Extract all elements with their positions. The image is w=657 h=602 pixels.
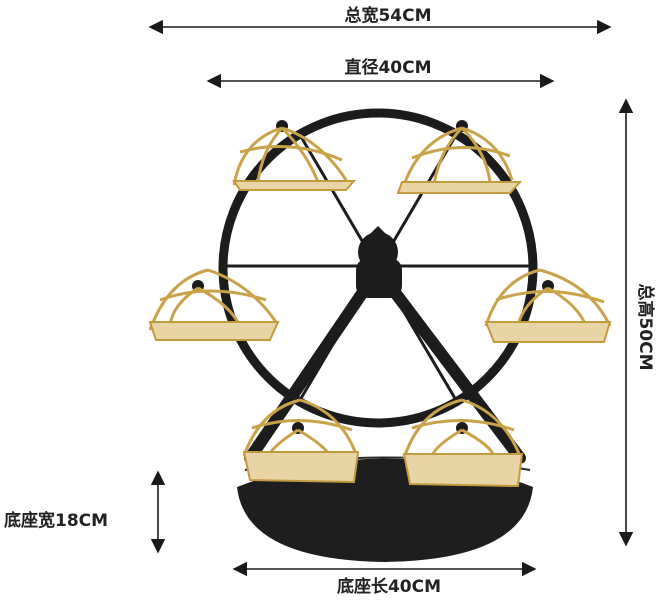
base-width-label: 底座宽18CM — [4, 510, 108, 531]
wheel-hub — [356, 226, 402, 298]
gondola-bottom-left — [242, 398, 360, 484]
total-height-dimension: 总高50CM — [618, 98, 656, 547]
gondola-bottom-right — [402, 398, 524, 488]
total-height-label: 总高50CM — [635, 283, 656, 370]
gondola-middle-right — [484, 268, 612, 343]
total-width-dimension: 总宽54CM — [148, 4, 612, 35]
total-width-label: 总宽54CM — [344, 5, 431, 26]
base-width-dimension: 底座宽18CM — [4, 470, 166, 554]
diameter-label: 直径40CM — [344, 57, 431, 78]
ferris-wheel — [148, 108, 612, 562]
base-length-label: 底座长40CM — [337, 576, 441, 597]
base-length-dimension: 底座长40CM — [232, 561, 537, 598]
gondola-top-right — [396, 120, 523, 194]
gondola-middle-left — [148, 268, 280, 341]
gondola-top-left — [232, 120, 357, 191]
diameter-dimension: 直径40CM — [206, 56, 555, 89]
wheel-ring — [218, 108, 538, 428]
